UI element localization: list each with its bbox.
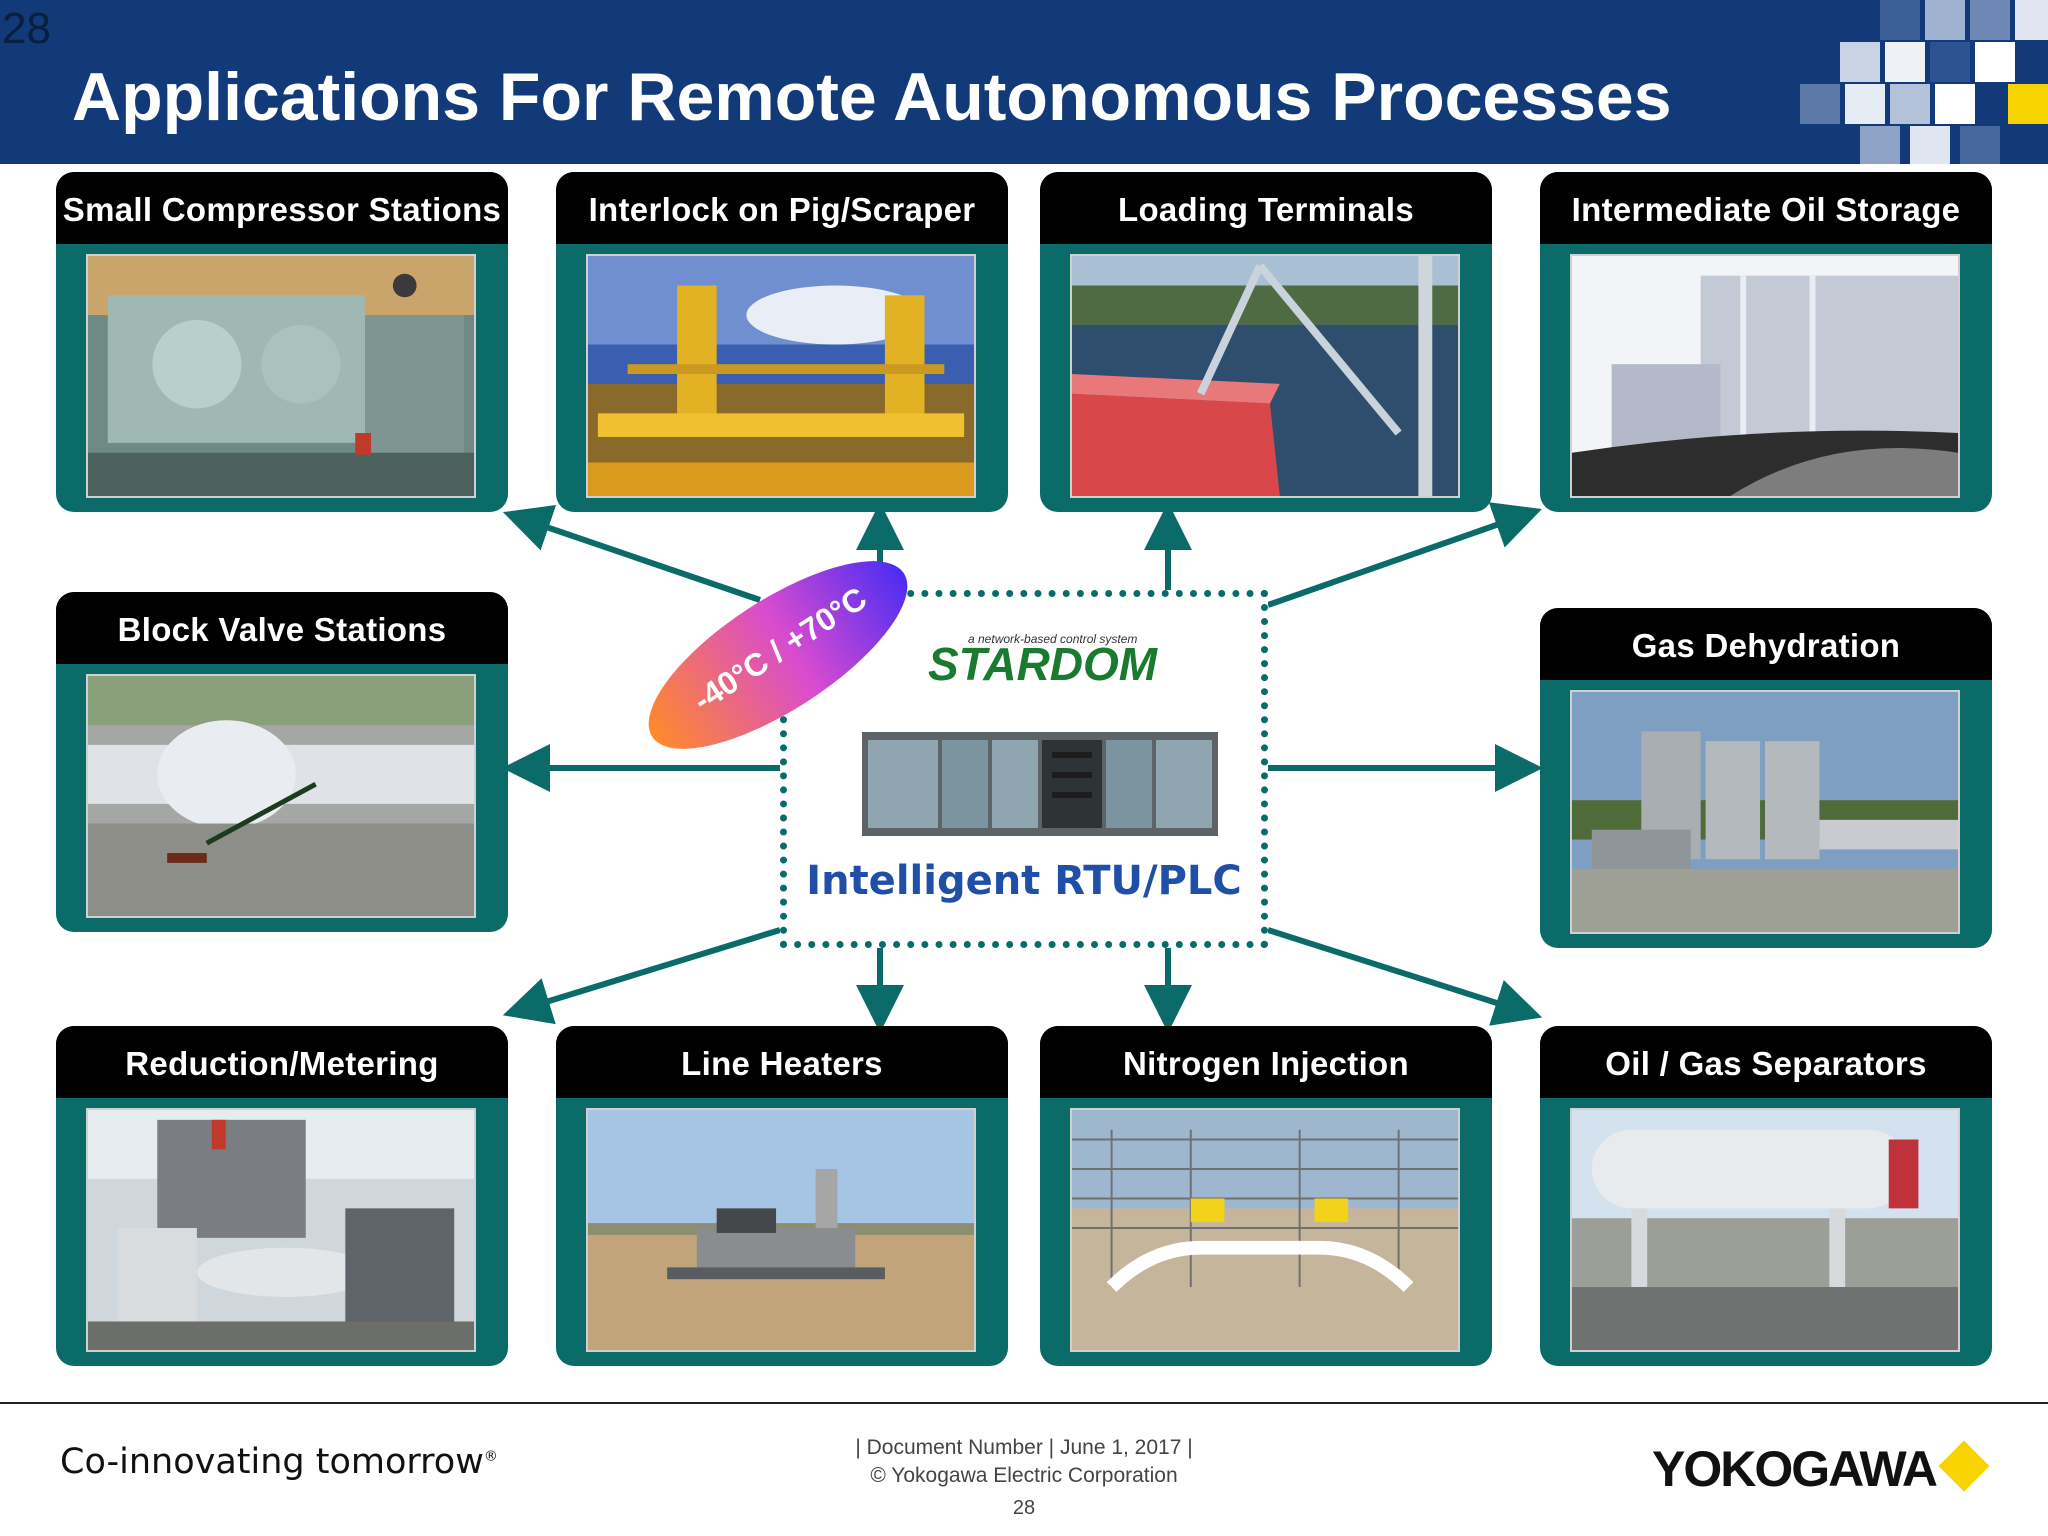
pig-scraper-photo <box>586 254 976 498</box>
document-info: | Document Number | June 1, 2017 | © Yok… <box>724 1434 1324 1490</box>
stardom-logo: STARDOM <box>928 638 1159 690</box>
panel-intermediate-oil-storage: Intermediate Oil Storage <box>1540 172 1992 512</box>
registered-mark: ® <box>483 1448 498 1465</box>
footer-tagline: Co-innovating tomorrow® <box>60 1442 498 1482</box>
reduction-metering-photo <box>86 1108 476 1352</box>
decorative-squares <box>1800 0 2048 164</box>
panel-title: Small Compressor Stations <box>56 172 508 244</box>
yokogawa-logo: YOKOGAWA <box>1652 1441 1938 1497</box>
panel-title: Oil / Gas Separators <box>1540 1026 1992 1098</box>
panel-reduction-metering: Reduction/Metering <box>56 1026 508 1366</box>
panel-nitrogen-injection: Nitrogen Injection <box>1040 1026 1492 1366</box>
footer-divider <box>0 1402 2048 1404</box>
svg-text:STARDOM: STARDOM <box>928 638 1159 690</box>
document-number-date: | Document Number | June 1, 2017 | <box>855 1436 1193 1459</box>
panel-title: Interlock on Pig/Scraper <box>556 172 1008 244</box>
rtu-plc-caption: Intelligent RTU/PLC <box>806 858 1242 904</box>
panel-block-valve-stations: Block Valve Stations <box>56 592 508 932</box>
oil-gas-separators-photo <box>1570 1108 1960 1352</box>
panel-title: Loading Terminals <box>1040 172 1492 244</box>
panel-oil-gas-separators: Oil / Gas Separators <box>1540 1026 1992 1366</box>
rtu-plc-hardware-image <box>862 732 1218 836</box>
panel-title: Nitrogen Injection <box>1040 1026 1492 1098</box>
block-valve-photo <box>86 674 476 918</box>
copyright: © Yokogawa Electric Corporation <box>870 1464 1178 1487</box>
nitrogen-injection-photo <box>1070 1108 1460 1352</box>
panel-title: Intermediate Oil Storage <box>1540 172 1992 244</box>
panel-title: Block Valve Stations <box>56 592 508 664</box>
gas-dehydration-photo <box>1570 690 1960 934</box>
panel-line-heaters: Line Heaters <box>556 1026 1008 1366</box>
page-number: 28 <box>1012 1497 1036 1519</box>
slide-number-top: 28 <box>2 4 51 53</box>
panel-small-compressor-stations: Small Compressor Stations <box>56 172 508 512</box>
panel-interlock-pig-scraper: Interlock on Pig/Scraper <box>556 172 1008 512</box>
panel-title: Line Heaters <box>556 1026 1008 1098</box>
compressor-photo <box>86 254 476 498</box>
line-heaters-photo <box>586 1108 976 1352</box>
panel-title: Gas Dehydration <box>1540 608 1992 680</box>
slide-header: Applications For Remote Autonomous Proce… <box>0 0 2048 164</box>
panel-title: Reduction/Metering <box>56 1026 508 1098</box>
stardom-tagline: a network-based control system <box>968 632 1138 646</box>
panel-loading-terminals: Loading Terminals <box>1040 172 1492 512</box>
panel-gas-dehydration: Gas Dehydration <box>1540 608 1992 948</box>
loading-terminal-photo <box>1070 254 1460 498</box>
tagline-text: Co-innovating tomorrow <box>60 1442 484 1482</box>
slide-title: Applications For Remote Autonomous Proce… <box>72 59 1672 135</box>
oil-storage-photo <box>1570 254 1960 498</box>
